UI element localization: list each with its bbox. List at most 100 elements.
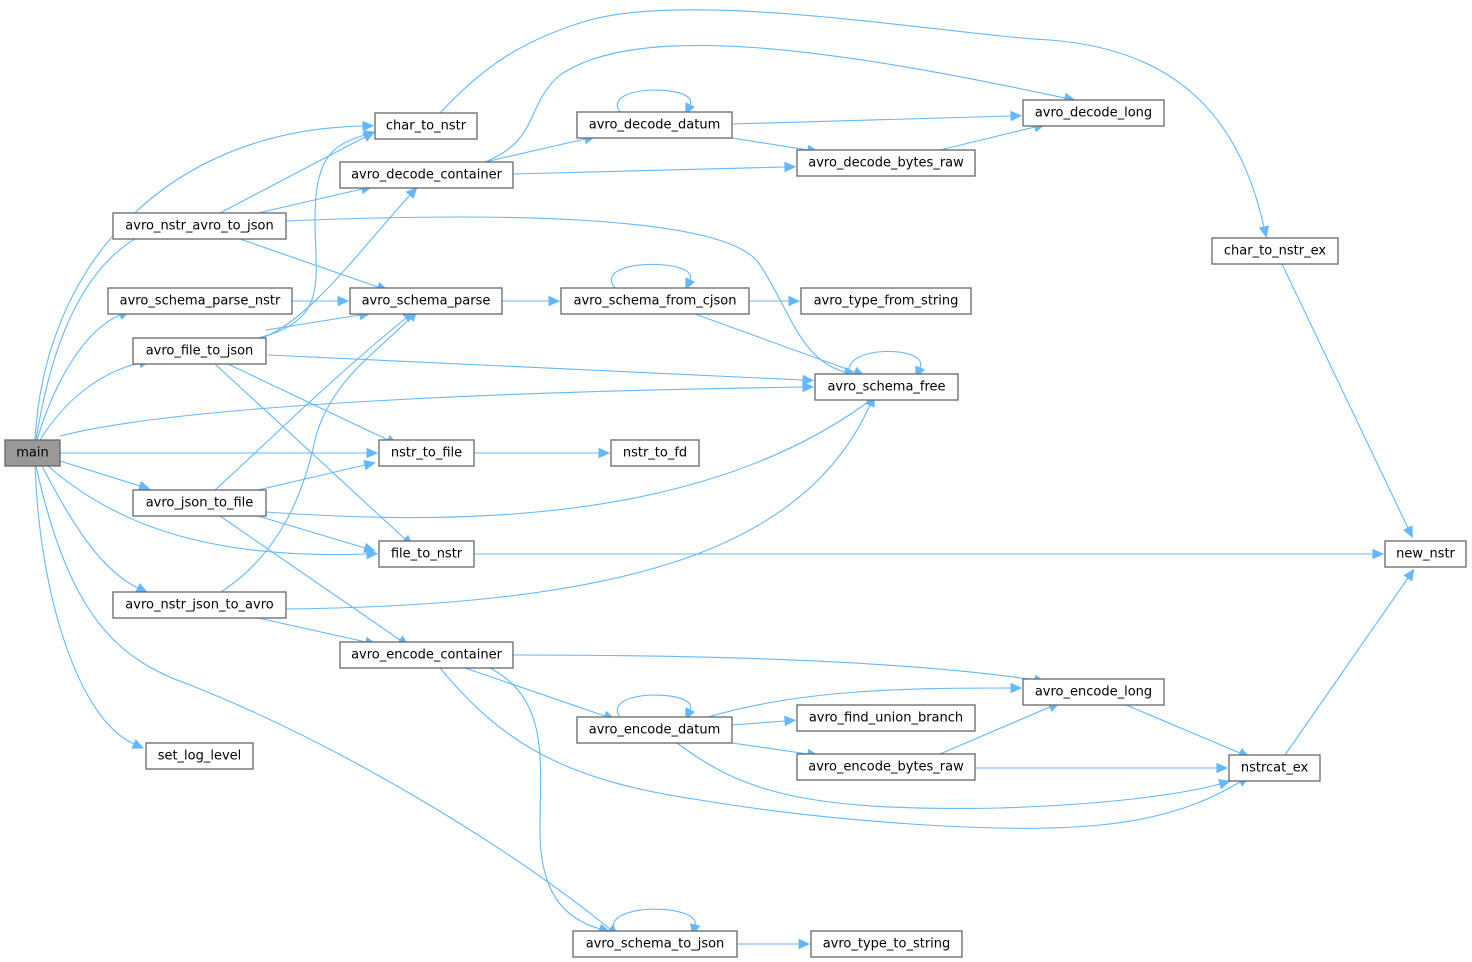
node-box[interactable]: [576, 716, 733, 744]
node-set_log_level[interactable]: set_log_level: [145, 742, 254, 770]
node-box[interactable]: [800, 287, 972, 315]
edge-char_to_nstr_ex-to-new_nstr: [1281, 263, 1413, 539]
edge-avro_file_to_json-to-nstr_to_file: [227, 363, 399, 445]
node-avro_schema_to_json[interactable]: avro_schema_to_json: [572, 930, 738, 958]
node-label: avro_encode_container: [351, 648, 503, 663]
edge-line: [612, 908, 696, 932]
node-avro_decode_datum[interactable]: avro_decode_datum: [576, 111, 733, 139]
node-avro_schema_from_cjson[interactable]: avro_schema_from_cjson: [560, 287, 750, 315]
node-nstr_to_file[interactable]: nstr_to_file: [378, 439, 475, 467]
edge-avro_json_to_file-to-avro_encode_container: [219, 515, 410, 647]
node-avro_nstr_json_to_avro[interactable]: avro_nstr_json_to_avro: [112, 591, 287, 619]
node-box[interactable]: [796, 704, 976, 732]
edge-line: [1125, 704, 1241, 754]
arrowhead-icon: [598, 447, 611, 459]
edge-avro_file_to_json-to-avro_schema_free: [267, 354, 815, 386]
node-avro_json_to_file[interactable]: avro_json_to_file: [132, 489, 267, 517]
edge-line: [257, 515, 366, 549]
node-box[interactable]: [796, 753, 976, 781]
node-box[interactable]: [132, 489, 267, 517]
arrowhead-icon: [1403, 525, 1413, 539]
node-box[interactable]: [1022, 678, 1165, 706]
node-box[interactable]: [1022, 99, 1165, 127]
arrowhead-icon: [366, 447, 379, 459]
node-box[interactable]: [560, 287, 750, 315]
arrowhead-icon: [548, 295, 561, 307]
node-box[interactable]: [572, 930, 738, 958]
edge-line: [611, 263, 691, 289]
node-box[interactable]: [349, 287, 503, 315]
node-file_to_nstr[interactable]: file_to_nstr: [378, 540, 475, 568]
node-box[interactable]: [1211, 237, 1339, 265]
edge-line: [731, 115, 1012, 125]
edge-avro_encode_datum-to-avro_find_union_branch: [731, 715, 797, 727]
node-box[interactable]: [610, 439, 700, 467]
node-label: avro_nstr_avro_to_json: [125, 219, 273, 234]
node-avro_type_to_string[interactable]: avro_type_to_string: [810, 930, 963, 958]
node-box[interactable]: [339, 161, 514, 189]
edge-avro_nstr_json_to_avro-to-avro_schema_free: [285, 394, 875, 610]
node-box[interactable]: [576, 111, 733, 139]
node-box[interactable]: [796, 149, 976, 177]
node-avro_file_to_json[interactable]: avro_file_to_json: [132, 337, 267, 365]
node-box[interactable]: [132, 337, 267, 365]
node-avro_find_union_branch[interactable]: avro_find_union_branch: [796, 704, 976, 732]
edge-line: [484, 138, 586, 163]
node-new_nstr[interactable]: new_nstr: [1384, 540, 1467, 568]
arrowhead-icon: [685, 707, 695, 721]
node-avro_encode_container[interactable]: avro_encode_container: [339, 641, 514, 669]
node-box[interactable]: [1384, 540, 1467, 568]
edges-layer: [34, 9, 1415, 950]
edge-line: [707, 687, 1012, 718]
edge-line: [59, 460, 141, 487]
node-box[interactable]: [814, 373, 959, 401]
node-avro_encode_long[interactable]: avro_encode_long: [1022, 678, 1165, 706]
edge-avro_json_to_file-to-file_to_nstr: [257, 515, 376, 553]
node-avro_schema_free[interactable]: avro_schema_free: [814, 373, 959, 401]
edge-avro_decode_datum-to-avro_decode_datum: [616, 89, 695, 116]
edge-line: [484, 44, 1066, 163]
node-box[interactable]: [374, 112, 478, 140]
node-avro_decode_container[interactable]: avro_decode_container: [339, 161, 514, 189]
edge-line: [47, 465, 368, 556]
node-nstr_to_fd[interactable]: nstr_to_fd: [610, 439, 700, 467]
node-char_to_nstr_ex[interactable]: char_to_nstr_ex: [1211, 237, 1339, 265]
edge-line: [489, 667, 601, 930]
node-avro_encode_datum[interactable]: avro_encode_datum: [576, 716, 733, 744]
node-box[interactable]: [339, 641, 514, 669]
edge-main-to-avro_nstr_avro_to_json: [35, 226, 161, 441]
node-char_to_nstr[interactable]: char_to_nstr: [374, 112, 478, 140]
node-avro_type_from_string[interactable]: avro_type_from_string: [800, 287, 972, 315]
node-avro_nstr_avro_to_json[interactable]: avro_nstr_avro_to_json: [112, 212, 287, 240]
node-box[interactable]: [1228, 754, 1321, 782]
node-box[interactable]: [112, 212, 287, 240]
node-nstrcat_ex[interactable]: nstrcat_ex: [1228, 754, 1321, 782]
node-label: avro_encode_datum: [589, 723, 720, 738]
arrowhead-icon: [363, 459, 376, 471]
edge-line: [265, 314, 361, 331]
node-label: avro_schema_to_json: [586, 937, 725, 952]
node-avro_schema_parse_nstr[interactable]: avro_schema_parse_nstr: [107, 287, 293, 315]
node-avro_encode_bytes_raw[interactable]: avro_encode_bytes_raw: [796, 753, 976, 781]
edge-line: [219, 515, 401, 641]
node-main[interactable]: main: [4, 439, 61, 467]
node-box[interactable]: [4, 439, 61, 467]
node-box[interactable]: [378, 540, 475, 568]
node-avro_decode_long[interactable]: avro_decode_long: [1022, 99, 1165, 127]
node-box[interactable]: [107, 287, 293, 315]
edge-line: [59, 386, 804, 437]
node-box[interactable]: [810, 930, 963, 958]
edge-line: [676, 742, 1221, 809]
edge-avro_schema_parse-to-avro_schema_from_cjson: [502, 295, 561, 307]
edge-line: [227, 363, 389, 441]
node-avro_decode_bytes_raw[interactable]: avro_decode_bytes_raw: [796, 149, 976, 177]
node-box[interactable]: [145, 742, 254, 770]
edge-line: [512, 166, 786, 175]
node-avro_schema_parse[interactable]: avro_schema_parse: [349, 287, 503, 315]
edge-line: [464, 667, 606, 717]
edge-avro_json_to_file-to-nstr_to_file: [257, 459, 376, 491]
node-box[interactable]: [112, 591, 287, 619]
edge-line: [239, 238, 379, 288]
edge-line: [731, 137, 809, 151]
node-box[interactable]: [378, 439, 475, 467]
